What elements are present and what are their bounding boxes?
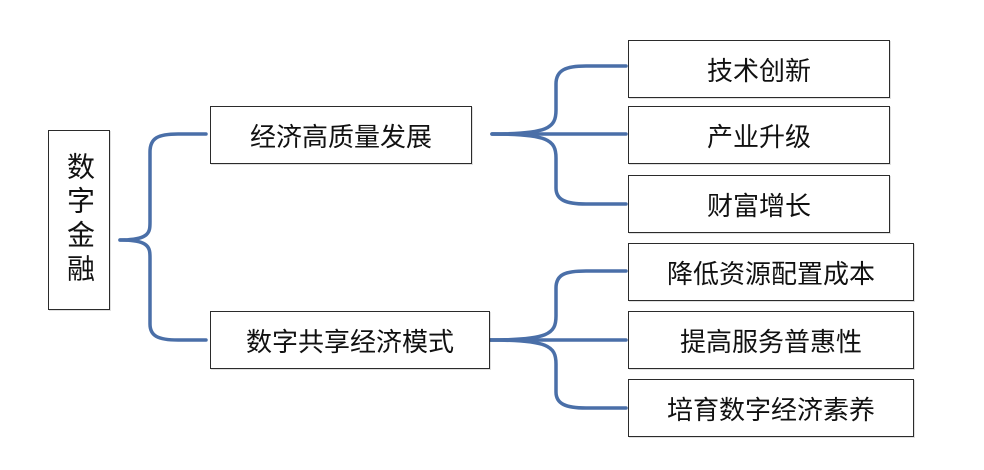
leaf-node-label: 降低资源配置成本 [666, 259, 875, 290]
leaf-node-label: 产业升级 [706, 122, 811, 153]
root-bracket-connector [118, 132, 208, 242]
leaf-node-1-3: 财富增长 [628, 175, 890, 233]
root-node-label: 数字金融 [63, 152, 96, 288]
leaf-node-2-2: 提高服务普惠性 [628, 311, 914, 369]
root-node: 数字金融 [48, 130, 110, 310]
leaf-node-2-1: 降低资源配置成本 [628, 243, 914, 301]
branch-2-connector-top [488, 269, 628, 342]
branch-node-2: 数字共享经济模式 [210, 311, 490, 369]
root-bracket-connector-lower [118, 238, 208, 342]
branch-node-label: 数字共享经济模式 [245, 327, 454, 358]
branch-2-connector-bottom [488, 338, 628, 410]
branch-1-connector-bottom [490, 132, 628, 206]
leaf-node-2-3: 培育数字经济素养 [628, 379, 914, 437]
leaf-node-label: 财富增长 [706, 191, 811, 222]
branch-1-connector-top [490, 64, 628, 136]
leaf-node-1-2: 产业升级 [628, 106, 890, 164]
leaf-node-label: 技术创新 [706, 56, 811, 87]
leaf-node-label: 培育数字经济素养 [666, 395, 875, 426]
branch-node-1: 经济高质量发展 [210, 106, 472, 164]
leaf-node-label: 提高服务普惠性 [679, 327, 862, 358]
leaf-node-1-1: 技术创新 [628, 40, 890, 98]
branch-node-label: 经济高质量发展 [249, 122, 432, 153]
